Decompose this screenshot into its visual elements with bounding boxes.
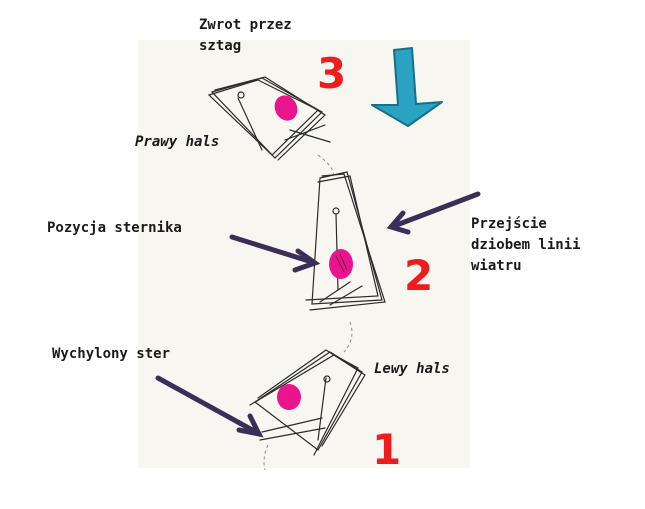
pointer-arrow-rudder <box>155 375 259 435</box>
label-crossing-line-2: dziobem linii <box>471 237 581 253</box>
helmsman-marker-3 <box>274 95 298 121</box>
label-crossing-line-3: wiatru <box>471 258 522 274</box>
helmsman-marker-1 <box>277 384 301 410</box>
dashed-course-line <box>263 444 269 471</box>
pointer-arrows <box>155 191 481 438</box>
wind-direction-arrow-icon <box>371 47 443 127</box>
pointer-arrow-helmsman-head <box>292 248 321 273</box>
label-deflected-rudder: Wychylony ster <box>52 346 171 362</box>
dashed-course-line <box>317 154 334 179</box>
pointer-arrow-crossing <box>391 191 481 229</box>
label-port-tack: Lewy hals <box>374 361 450 377</box>
label-crossing-line-1: Przejście <box>471 216 547 232</box>
pointer-arrow-rudder-head <box>236 413 264 438</box>
label-helmsman-position: Pozycja sternika <box>47 220 182 236</box>
step-number-3: 3 <box>317 49 346 98</box>
helmsman-marker-2-detail <box>335 253 348 273</box>
label-starboard-tack: Prawy hals <box>135 134 220 150</box>
boat-1-port-tack <box>249 349 366 456</box>
pointer-arrow-crossing-head <box>386 210 411 235</box>
helmsman-marker-2 <box>329 249 353 279</box>
tack-title-line-1: Zwrot przez <box>199 17 292 33</box>
step-number-2: 2 <box>404 251 433 300</box>
pointer-arrow-helmsman <box>229 234 315 265</box>
boat-3-starboard-tack <box>207 76 331 161</box>
tack-title-line-2: sztag <box>199 38 242 54</box>
dashed-course-line <box>343 321 353 353</box>
step-number-1: 1 <box>372 425 401 474</box>
